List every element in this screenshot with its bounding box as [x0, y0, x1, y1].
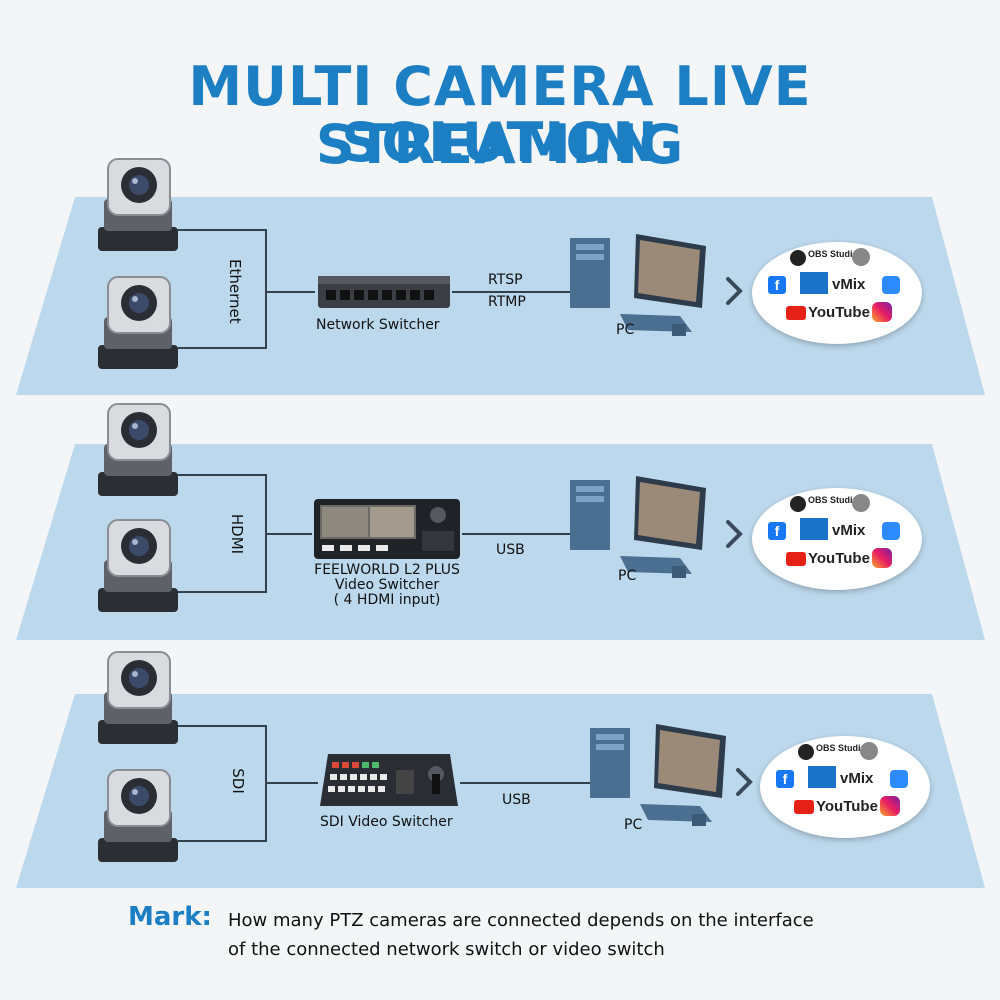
- vmix-icon: [800, 272, 828, 294]
- ptz-camera-icon: [98, 519, 178, 612]
- facebook-icon: f: [768, 522, 786, 540]
- streaming-platforms-bubble: OBS Studio f vMix YouTube: [760, 736, 930, 838]
- arrow-icon-row-2: [726, 520, 743, 548]
- network-switcher-label: Network Switcher: [316, 317, 440, 333]
- pc-icon: [570, 234, 706, 336]
- pc-label-row-2: PC: [618, 568, 637, 584]
- feelworld-label-line-1: FEELWORLD L2 PLUS: [314, 562, 460, 578]
- mark-note-line-1: How many PTZ cameras are connected depen…: [228, 910, 814, 931]
- ptz-camera-icon: [98, 158, 178, 251]
- obs-icon: [790, 250, 806, 266]
- vmix-icon: [800, 518, 828, 540]
- band-ethernet: [16, 197, 985, 395]
- ptz-camera-icon: [98, 403, 178, 496]
- mark-label: Mark:: [128, 902, 212, 932]
- obs-icon: [790, 496, 806, 512]
- usb-label-row-2: USB: [496, 542, 525, 558]
- pc-label-row-1: PC: [616, 322, 635, 338]
- ethernet-wiring: [178, 229, 572, 349]
- arrow-icon-row-1: [726, 277, 743, 305]
- connection-label-sdi: SDI: [229, 768, 247, 794]
- network-switch-icon: [318, 276, 450, 308]
- sdi-wiring: [178, 725, 592, 842]
- facebook-icon: f: [768, 276, 786, 294]
- vmix-icon: [808, 766, 836, 788]
- youtube-label: YouTube: [808, 304, 870, 321]
- zoom-icon: [882, 522, 900, 540]
- rtsp-label: RTSP: [488, 272, 523, 288]
- vmix-label: vMix: [832, 522, 866, 539]
- ptz-camera-icon: [98, 769, 178, 862]
- vmix-label: vMix: [840, 770, 874, 787]
- rtmp-label: RTMP: [488, 294, 526, 310]
- vimeo-icon: [852, 494, 870, 512]
- ptz-camera-icon: [98, 276, 178, 369]
- obs-label: OBS Studio: [808, 495, 858, 505]
- page-title-line-1: MULTI CAMERA LIVE STREAMING: [188, 55, 812, 176]
- usb-label-row-3: USB: [502, 792, 531, 808]
- youtube-label: YouTube: [808, 550, 870, 567]
- youtube-icon: [794, 800, 814, 814]
- page-title-line-2: SOLUTION: [341, 111, 659, 174]
- youtube-icon: [786, 552, 806, 566]
- mark-note-line-2: of the connected network switch or video…: [228, 939, 665, 960]
- streaming-platforms-bubble: OBS Studio f vMix YouTube: [752, 242, 922, 344]
- vmix-label: vMix: [832, 276, 866, 293]
- zoom-icon: [882, 276, 900, 294]
- obs-label: OBS Studio: [816, 743, 866, 753]
- sdi-switcher-label: SDI Video Switcher: [320, 814, 453, 830]
- connection-label-hdmi: HDMI: [228, 513, 246, 555]
- pc-icon: [570, 476, 706, 578]
- zoom-icon: [890, 770, 908, 788]
- pc-label-row-3: PC: [624, 817, 643, 833]
- facebook-icon: f: [776, 770, 794, 788]
- obs-icon: [798, 744, 814, 760]
- hdmi-wiring: [178, 474, 572, 593]
- vimeo-icon: [860, 742, 878, 760]
- connection-label-ethernet: Ethernet: [226, 259, 244, 324]
- arrow-icon-row-3: [736, 768, 753, 796]
- band-sdi: [16, 694, 985, 888]
- video-switcher-icon: [314, 499, 460, 559]
- pc-icon: [590, 724, 726, 826]
- youtube-icon: [786, 306, 806, 320]
- instagram-icon: [880, 796, 900, 816]
- streaming-platforms-bubble: OBS Studio f vMix YouTube: [752, 488, 922, 590]
- sdi-switcher-icon: [320, 754, 458, 806]
- youtube-label: YouTube: [816, 798, 878, 815]
- ptz-camera-icon: [98, 651, 178, 744]
- obs-label: OBS Studio: [808, 249, 858, 259]
- instagram-icon: [872, 548, 892, 568]
- feelworld-label-line-2: Video Switcher: [334, 577, 440, 593]
- instagram-icon: [872, 302, 892, 322]
- feelworld-label-line-3: ( 4 HDMI input): [333, 592, 441, 608]
- vimeo-icon: [852, 248, 870, 266]
